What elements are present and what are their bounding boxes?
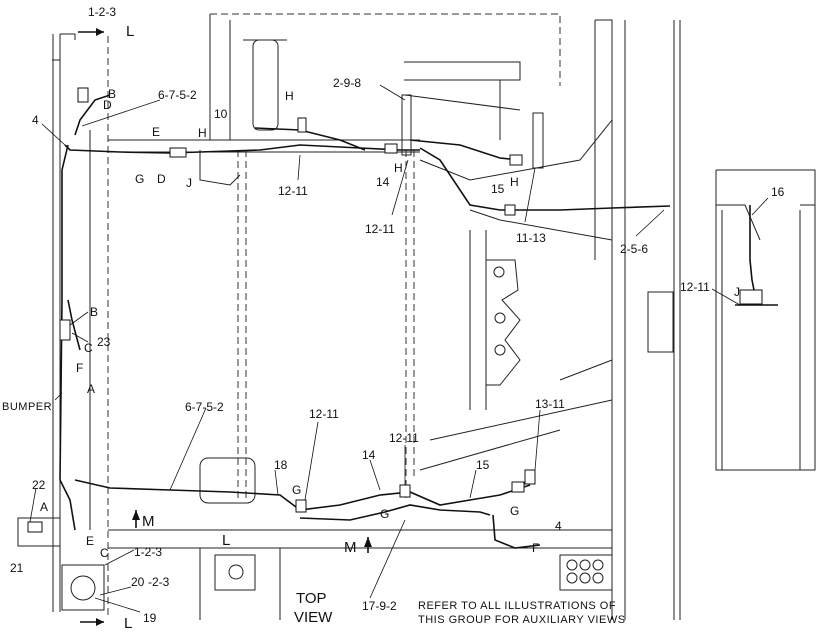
label-C-bot: C — [100, 546, 109, 560]
label-M-left: M — [142, 513, 155, 530]
label-E-bot: E — [86, 534, 94, 548]
label-G-b: G — [380, 507, 389, 521]
label-A-bot: A — [40, 500, 48, 514]
label-view: VIEW — [294, 609, 333, 626]
label-15-top: 15 — [491, 182, 505, 196]
label-2-9-8: 2-9-8 — [333, 76, 361, 90]
label-G-a: G — [292, 483, 301, 497]
label-10: 10 — [214, 107, 228, 121]
label-J-top: J — [186, 176, 192, 190]
note-line-2: THIS GROUP FOR AUXILIARY VIEWS — [418, 614, 626, 626]
label-B-mid: B — [90, 305, 98, 319]
connectors — [27, 87, 763, 533]
label-F-bot: F — [532, 541, 539, 555]
label-G-top: G — [135, 172, 144, 186]
label-H-mid: H — [285, 89, 294, 103]
label-L-top: L — [126, 23, 134, 40]
label-12-11-b: 12-11 — [365, 222, 395, 236]
label-E-top: E — [152, 125, 160, 139]
label-C-mid: C — [84, 341, 93, 355]
chassis-outline — [17, 13, 816, 620]
label-23: 23 — [97, 335, 111, 349]
label-J-aux: J — [734, 285, 740, 299]
callout-labels: 1-2-3 L 6-7-5-2 4 B D 10 E H G D J H 12-… — [2, 5, 785, 632]
label-D-top: D — [103, 98, 112, 112]
label-15-bot: 15 — [476, 458, 490, 472]
note-line-1: REFER TO ALL ILLUSTRATIONS OF — [418, 600, 616, 612]
leader-lines — [29, 84, 769, 613]
label-D-mid: D — [157, 172, 166, 186]
label-H-right: H — [394, 161, 403, 175]
harness-wires — [59, 94, 778, 549]
label-16: 16 — [771, 185, 785, 199]
label-19: 19 — [143, 611, 157, 625]
label-17-9-2: 17-9-2 — [362, 599, 397, 613]
label-12-11-d: 12-11 — [389, 431, 419, 445]
label-M-mid: M — [344, 539, 357, 556]
bolt-pattern — [566, 559, 604, 584]
label-6-7-5-2-top: 6-7-5-2 — [158, 88, 197, 102]
label-H-15: H — [510, 175, 519, 189]
label-12-11-a: 12-11 — [278, 184, 308, 198]
label-22: 22 — [32, 478, 46, 492]
label-12-11-aux: 12-11 — [680, 280, 710, 294]
label-14-bot: 14 — [362, 448, 376, 462]
label-2-3-b: -2-3 — [148, 575, 170, 589]
label-13-11: 13-11 — [535, 397, 565, 411]
label-L-bot: L — [124, 615, 132, 632]
label-top: TOP — [296, 590, 327, 607]
section-arrows — [78, 28, 372, 626]
label-6-7-5-2-mid: 6-7-5-2 — [185, 400, 224, 414]
label-14-top: 14 — [376, 175, 390, 189]
label-18: 18 — [274, 458, 288, 472]
label-20: 20 — [131, 575, 145, 589]
label-2-5-6: 2-5-6 — [620, 242, 648, 256]
label-4-left: 4 — [32, 113, 39, 127]
label-4-bot: 4 — [555, 519, 562, 533]
label-G-c: G — [510, 504, 519, 518]
label-L-mid: L — [222, 532, 230, 549]
label-bumper: BUMPER — [2, 401, 52, 413]
label-A-mid: A — [87, 382, 95, 396]
label-21: 21 — [10, 561, 24, 575]
label-12-11-c: 12-11 — [309, 407, 339, 421]
label-B-top: B — [108, 87, 116, 101]
label-H-top: H — [198, 126, 207, 140]
label-F-mid: F — [76, 361, 83, 375]
label-1-2-3-bot: 1-2-3 — [134, 545, 162, 559]
label-1-2-3-top: 1-2-3 — [88, 5, 116, 19]
label-11-13: 11-13 — [516, 231, 546, 245]
